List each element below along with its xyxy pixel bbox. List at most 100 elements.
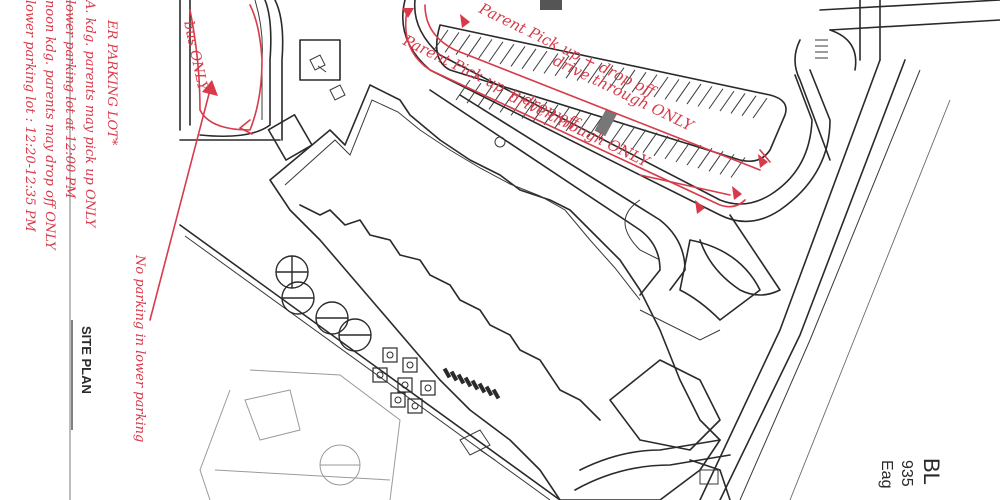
bench bbox=[484, 385, 494, 397]
parking-stall-line bbox=[653, 76, 669, 98]
hatched-island bbox=[594, 108, 617, 137]
parking-stall-line bbox=[642, 74, 658, 95]
no-parking-note: No parking in lower parking bbox=[132, 254, 147, 442]
parking-stall-line bbox=[642, 132, 658, 153]
bench-row bbox=[442, 367, 501, 400]
sign-block bbox=[699, 469, 719, 485]
play-equipment-grid bbox=[372, 347, 436, 414]
parking-stall-line bbox=[466, 36, 482, 58]
parking-stall-line bbox=[576, 60, 592, 81]
title-city-fragment: Eag bbox=[878, 460, 895, 488]
parking-stall-line bbox=[631, 129, 647, 150]
parking-stall-line bbox=[543, 53, 559, 74]
drive-lane bbox=[429, 89, 761, 321]
sports-field bbox=[199, 369, 401, 500]
play-equipment bbox=[420, 380, 436, 396]
parking-stall-line bbox=[576, 113, 592, 135]
bus-loop bbox=[179, 0, 284, 141]
note-heading: ER PARKING LOT* bbox=[104, 19, 119, 146]
parking-stall-line bbox=[741, 95, 757, 117]
parking-stall-line bbox=[708, 88, 724, 110]
court-circle bbox=[281, 281, 315, 315]
parking-stall-line bbox=[620, 69, 636, 91]
parking-stall-line bbox=[499, 92, 515, 113]
parking-stall-line bbox=[565, 110, 581, 132]
playground-equipment bbox=[309, 54, 496, 461]
top-road bbox=[794, 0, 1000, 161]
parking-stall-line bbox=[587, 116, 603, 138]
court-circle bbox=[315, 301, 349, 335]
school-building bbox=[267, 39, 721, 500]
courtyard-block bbox=[299, 39, 341, 81]
parking-stall-line bbox=[697, 86, 713, 107]
parking-stall-line bbox=[719, 90, 735, 112]
parking-stall-line bbox=[532, 50, 548, 72]
parking-stall-line bbox=[620, 126, 636, 147]
note-line: lower parking lot at 12:00 PM bbox=[62, 0, 77, 199]
play-equipment bbox=[390, 392, 406, 408]
bench bbox=[491, 388, 501, 400]
parking-stall-line bbox=[730, 157, 746, 178]
hardcourts bbox=[275, 255, 372, 352]
parking-stall-line bbox=[565, 57, 581, 79]
site-plan-label: SITE PLAN bbox=[79, 326, 94, 394]
parking-stall-line bbox=[664, 79, 680, 100]
bench bbox=[449, 370, 459, 382]
parking-stall-line bbox=[664, 138, 680, 160]
play-equipment bbox=[407, 398, 423, 414]
parking-stall-line bbox=[488, 89, 504, 110]
play-equipment bbox=[397, 377, 413, 393]
parking-stall-line bbox=[543, 104, 559, 126]
bench bbox=[442, 367, 452, 379]
parking-stall-line bbox=[686, 144, 702, 166]
parking-stall-line bbox=[455, 79, 471, 101]
hatched-island bbox=[540, 0, 562, 10]
court-circle bbox=[275, 255, 309, 289]
parking-stall-line bbox=[521, 48, 537, 70]
parking-stall-line bbox=[521, 98, 537, 119]
site-plan-label-group: SITE PLAN bbox=[71, 320, 94, 430]
parking-stall-line bbox=[488, 41, 504, 63]
parking-stall-line bbox=[631, 72, 647, 93]
parking-stall-line bbox=[686, 83, 702, 105]
play-equipment bbox=[372, 367, 388, 383]
parking-stall-line bbox=[466, 82, 482, 104]
parking-stall-line bbox=[752, 97, 768, 119]
parking-stall-line bbox=[675, 141, 691, 163]
note-line: lower parking lot : 12:20-12:35 PM bbox=[22, 0, 37, 232]
title-block: BL 935 Eag bbox=[878, 458, 944, 488]
title-name-fragment: BL bbox=[919, 458, 944, 485]
parking-stall-line bbox=[587, 62, 603, 84]
parking-stall-line bbox=[510, 95, 526, 116]
parking-stall-line bbox=[730, 93, 746, 114]
parking-stall-line bbox=[477, 39, 493, 60]
title-address-fragment: 935 bbox=[898, 460, 915, 487]
play-equipment bbox=[402, 357, 418, 373]
parking-stall-line bbox=[499, 43, 515, 65]
parking-stall-line bbox=[675, 81, 691, 102]
note-line: A. kdg. parents may pick up ONLY bbox=[82, 0, 97, 229]
parking-stall-line bbox=[653, 135, 669, 157]
parking-stall-line bbox=[554, 55, 570, 77]
bench bbox=[463, 376, 473, 388]
drive-lane-annotation bbox=[402, 4, 771, 214]
front-drive bbox=[574, 439, 731, 500]
parking-stall-line bbox=[697, 147, 713, 169]
court-circle bbox=[338, 318, 372, 352]
parking-stall-line bbox=[609, 123, 625, 144]
parking-stall-line bbox=[510, 46, 526, 67]
parking-stall-line bbox=[554, 107, 570, 129]
bench bbox=[477, 382, 487, 394]
bench bbox=[456, 373, 466, 385]
main-road bbox=[699, 0, 951, 500]
bench bbox=[470, 379, 480, 391]
parking-stall-line bbox=[609, 67, 625, 88]
parking-stall-line bbox=[598, 64, 614, 86]
note-line: noon kdg. parents may drop off ONLY bbox=[42, 0, 57, 251]
courtyard-block bbox=[267, 113, 313, 161]
play-equipment bbox=[382, 347, 398, 363]
parking-stall-line bbox=[444, 32, 460, 53]
parking-stall-line bbox=[719, 154, 735, 175]
